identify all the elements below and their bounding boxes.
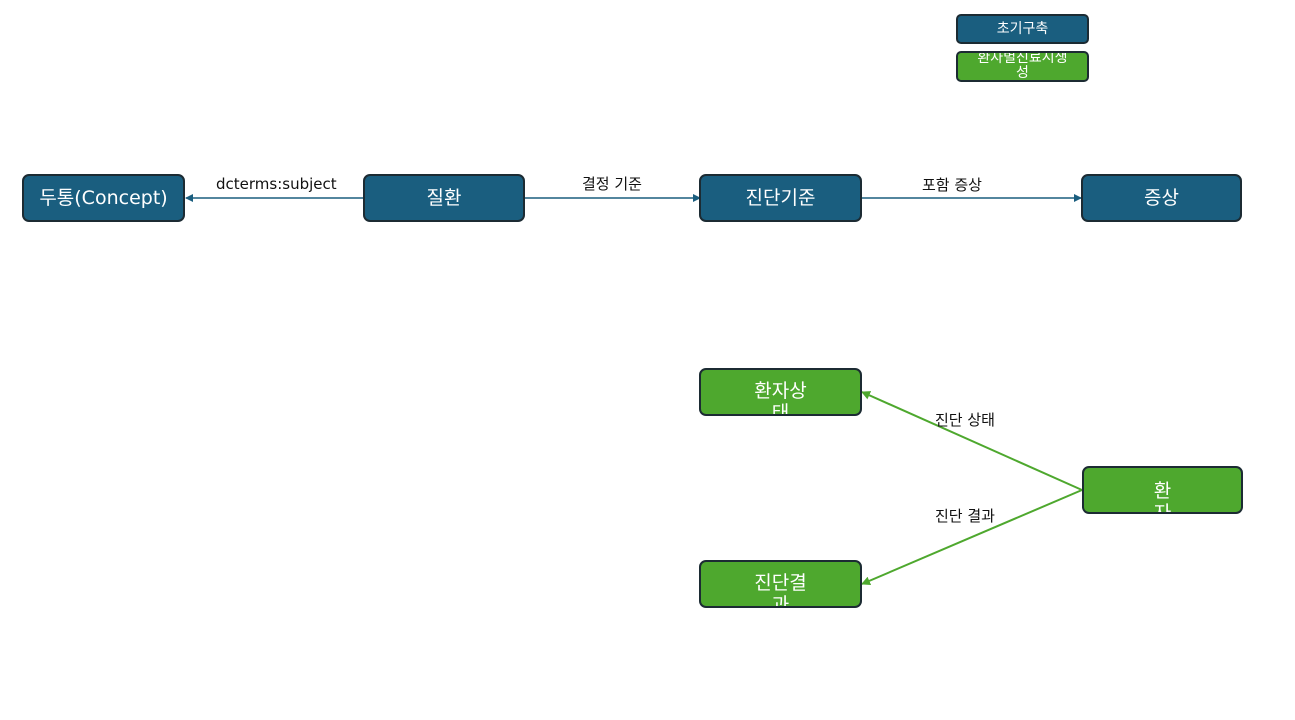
node-diagnosis-result-label: 진단결과 (754, 572, 807, 608)
legend-initial-label: 초기구축 (996, 20, 1049, 37)
legend-patient-specific-label: 환자별진료시생성 (977, 51, 1068, 81)
edge-label-includes: 포함 증상 (922, 176, 982, 194)
node-patient-label: 환자 (1153, 480, 1172, 514)
legend-initial-build: 초기구축 (956, 14, 1089, 44)
node-headache-concept[interactable]: 두통(Concept) (22, 174, 185, 222)
edge-label-diag-result: 진단 결과 (935, 507, 995, 525)
node-disease-label: 질환 (426, 187, 462, 209)
edge-label-subject: dcterms:subject (216, 175, 337, 193)
node-patient[interactable]: 환자 (1082, 466, 1243, 514)
edge-label-diag-state: 진단 상태 (935, 411, 995, 429)
node-diagnosis-result[interactable]: 진단결과 (699, 560, 862, 608)
edge-diag-state (861, 391, 1083, 491)
node-criteria-label: 진단기준 (745, 187, 816, 209)
edge-diag-result (861, 489, 1083, 585)
node-headache-label: 두통(Concept) (39, 187, 168, 209)
node-patient-state[interactable]: 환자상태 (699, 368, 862, 416)
node-disease[interactable]: 질환 (363, 174, 525, 222)
node-diagnostic-criteria[interactable]: 진단기준 (699, 174, 862, 222)
node-symptom-label: 증상 (1144, 187, 1179, 209)
legend-patient-specific: 환자별진료시생성 (956, 51, 1089, 82)
edge-label-decision: 결정 기준 (582, 175, 642, 193)
node-symptom[interactable]: 증상 (1081, 174, 1242, 222)
node-patient-state-label: 환자상태 (754, 380, 807, 416)
